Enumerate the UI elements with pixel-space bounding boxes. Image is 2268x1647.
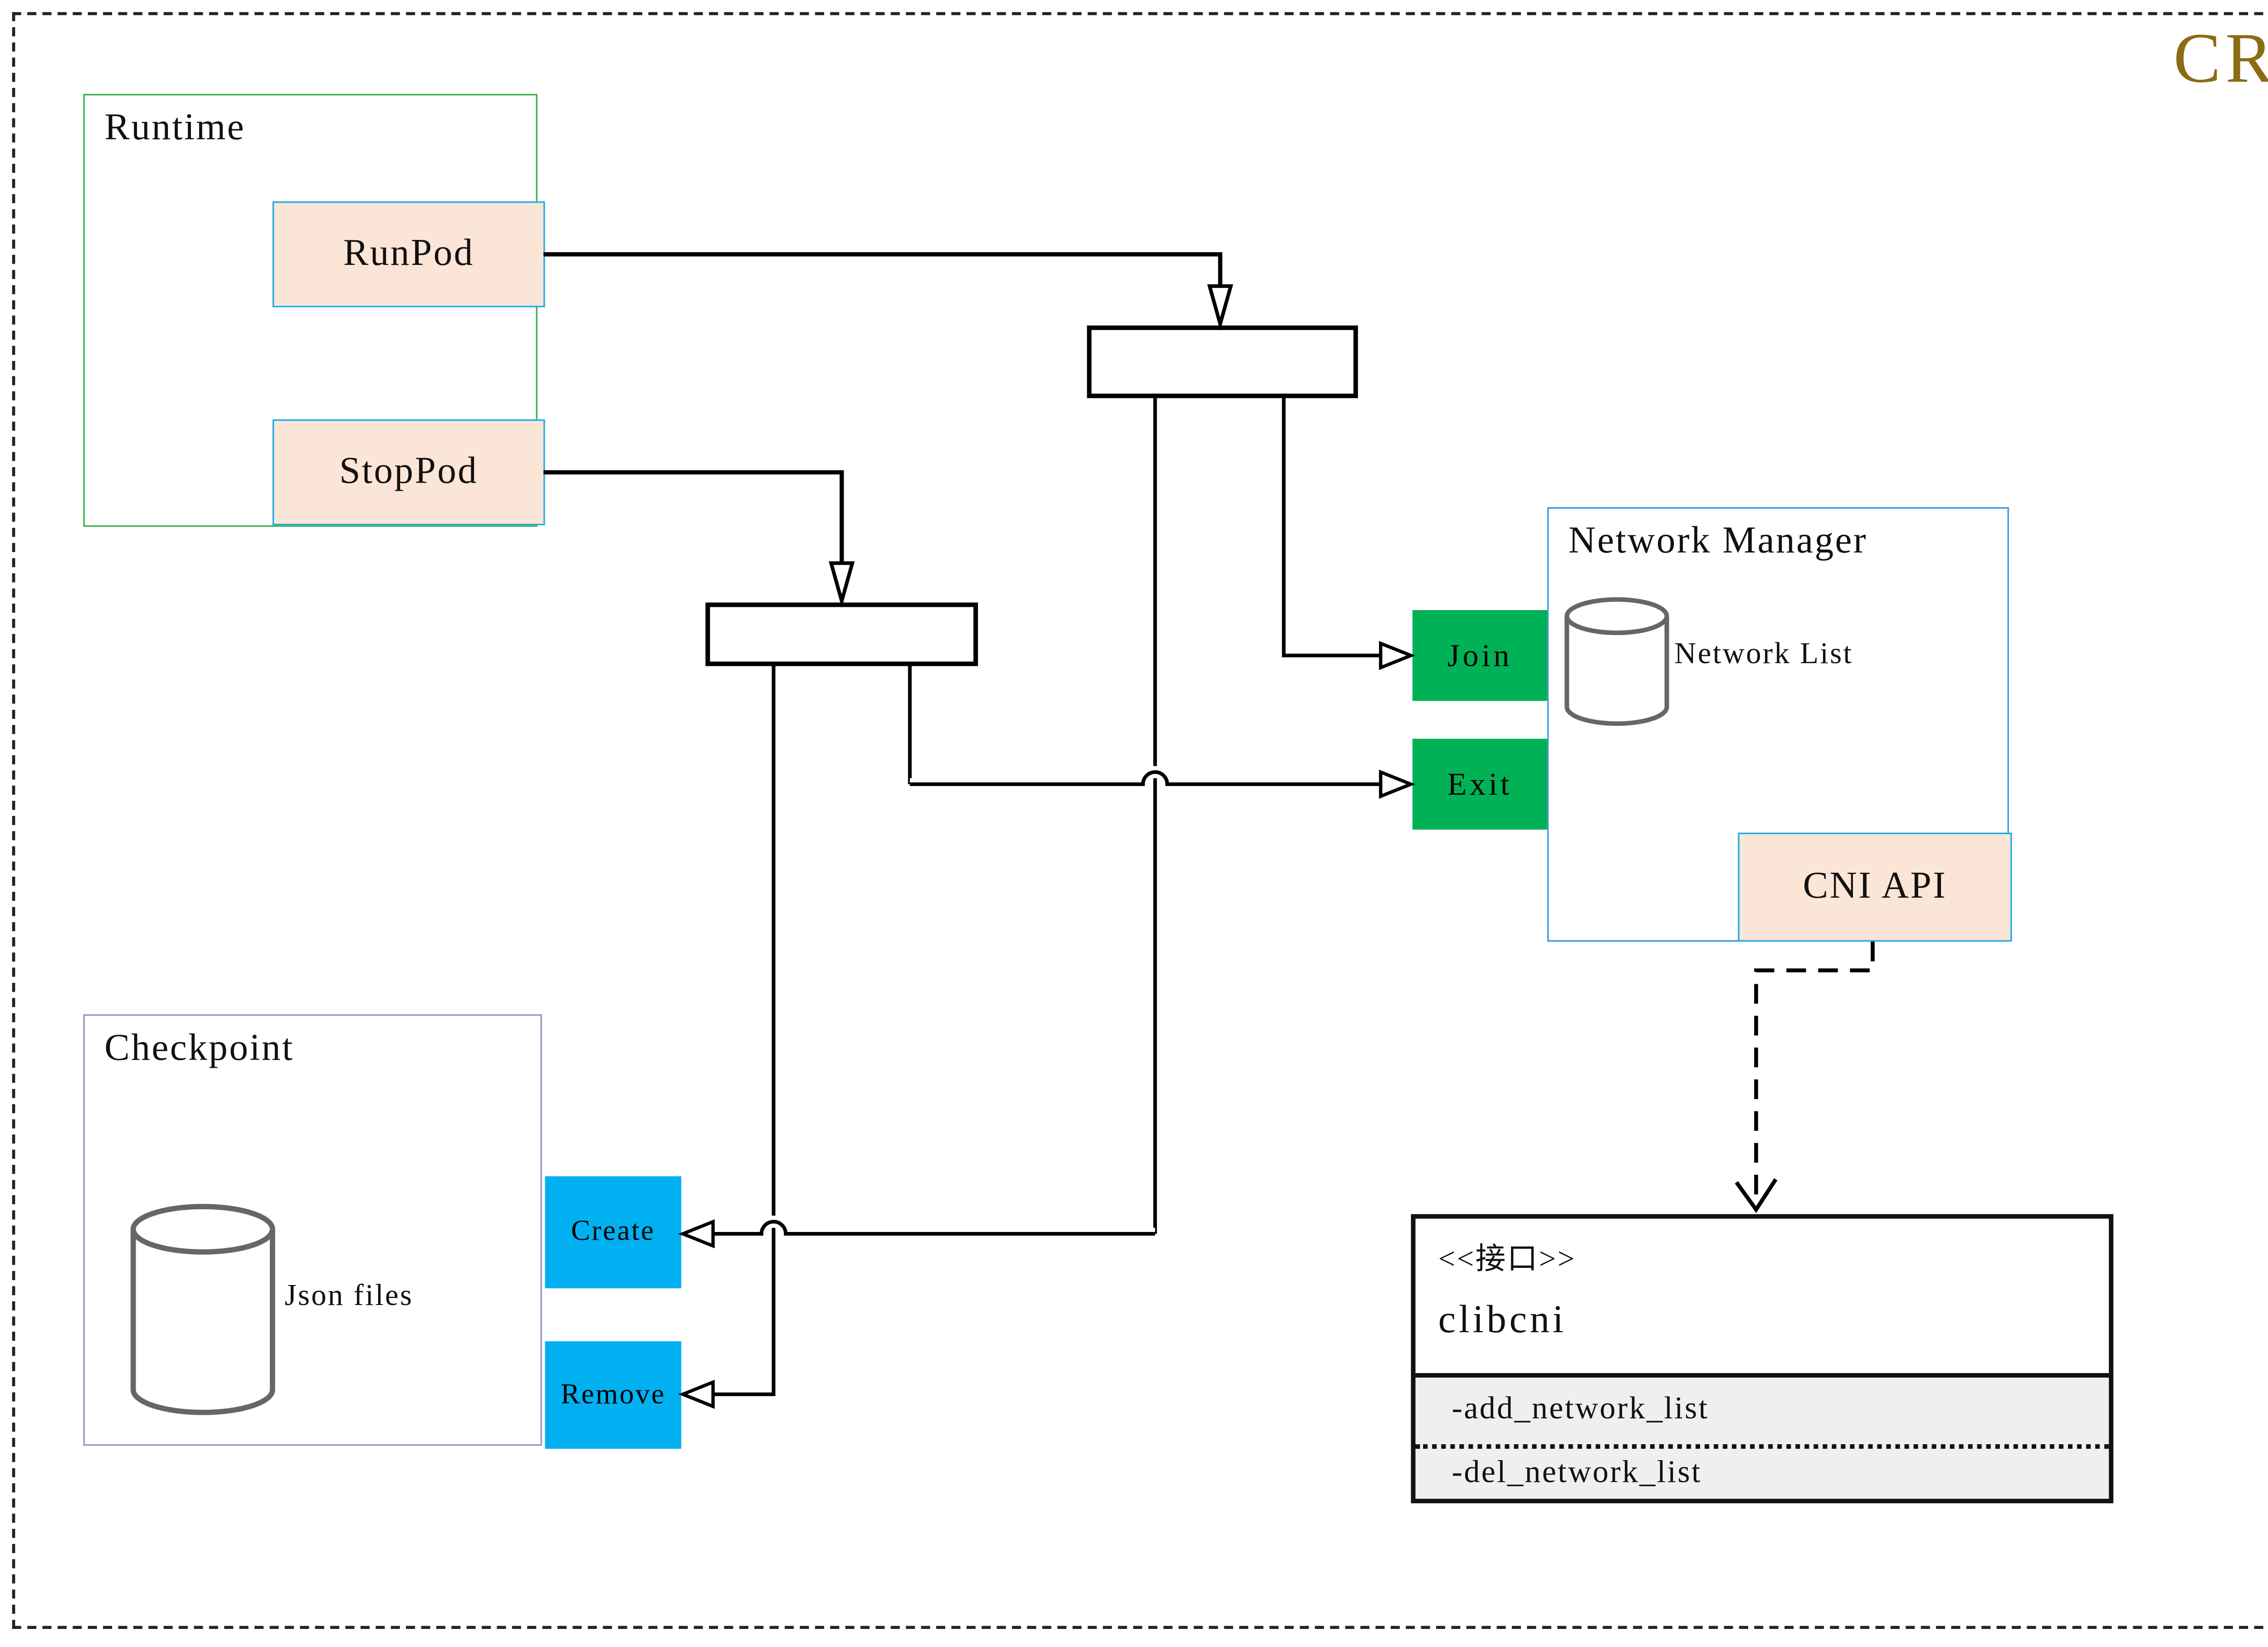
page-title: CRI (2173, 20, 2268, 98)
clibcni-name: clibcni (1438, 1297, 1567, 1342)
exit-node: Exit (1412, 738, 1547, 830)
clibcni-methods-section: -add_network_list -del_network_list (1415, 1378, 2109, 1499)
remove-node: Remove (545, 1341, 681, 1449)
junction-box-runpod (1087, 325, 1358, 398)
clibcni-method-add: -add_network_list (1452, 1389, 1709, 1426)
junction-box-stoppod (705, 602, 978, 666)
checkpoint-label: Checkpoint (104, 1028, 294, 1069)
cni-api-label: CNI API (1803, 866, 1947, 907)
runpod-node: RunPod (272, 201, 545, 308)
create-node: Create (545, 1176, 681, 1289)
stoppod-label: StopPod (339, 451, 479, 492)
cni-api-node: CNI API (1738, 832, 2012, 942)
checkpoint-box: Checkpoint (83, 1014, 542, 1446)
stoppod-node: StopPod (272, 419, 545, 526)
clibcni-stereotype: <<接口>> (1438, 1243, 1576, 1276)
clibcni-method-del: -del_network_list (1452, 1453, 1702, 1490)
network-list-label: Network List (1674, 637, 1853, 671)
exit-label: Exit (1447, 765, 1513, 802)
join-label: Join (1447, 636, 1513, 673)
runpod-label: RunPod (343, 233, 474, 274)
clibcni-method-divider (1415, 1444, 2109, 1449)
json-files-label: Json files (284, 1279, 414, 1313)
join-node: Join (1412, 610, 1547, 701)
clibcni-class-box: <<接口>> clibcni -add_network_list -del_ne… (1411, 1214, 2114, 1504)
create-label: Create (571, 1216, 655, 1248)
network-manager-label: Network Manager (1568, 521, 1868, 562)
runtime-label: Runtime (104, 107, 246, 149)
remove-label: Remove (560, 1378, 666, 1410)
clibcni-header: <<接口>> clibcni (1415, 1219, 2109, 1378)
